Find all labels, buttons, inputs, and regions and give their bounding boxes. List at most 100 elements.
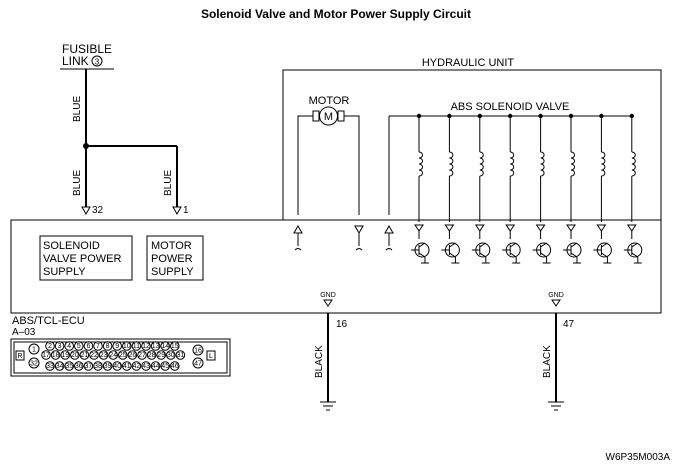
motor-supply-line1: MOTOR — [151, 240, 192, 252]
connector-pin-circle — [150, 341, 161, 351]
connector-pin-27: 27 — [137, 350, 147, 360]
connector-pin-46: 46 — [170, 361, 180, 371]
connector-pin-label: 34 — [56, 363, 64, 370]
connector-pin-label: 9 — [115, 343, 119, 350]
wire-color-blue-right: BLUE — [163, 170, 174, 196]
connector-pin-label: 6 — [86, 343, 90, 350]
connector-pin-circle — [141, 341, 151, 351]
connector-pin-13: 13 — [150, 341, 161, 351]
fusible-number: 3 — [95, 58, 100, 67]
terminal-motor-up-tail — [294, 248, 302, 251]
connector-pin-label: 23 — [100, 352, 108, 359]
connector-pin-circle — [89, 350, 99, 360]
connector-pin-label: 24 — [109, 352, 117, 359]
solenoid-coil-icon — [570, 151, 575, 177]
connector-pin-circle — [166, 350, 176, 360]
connector-pin-label: 40 — [113, 363, 121, 370]
connector-pin-7: 7 — [93, 341, 103, 351]
solenoid-coil-icon — [449, 151, 454, 177]
transistor-emitter — [540, 252, 547, 258]
connector-pin-circle — [93, 341, 103, 351]
connector-pin-19: 19 — [60, 350, 70, 360]
transistor-collector — [631, 242, 639, 248]
wire-color-black-16: BLACK — [314, 345, 325, 378]
connector-pin-28: 28 — [146, 350, 157, 360]
connector-pin-3: 3 — [54, 341, 65, 351]
connector-pin-circle — [50, 350, 61, 360]
connector-pin-circle — [122, 341, 132, 351]
motor-supply-line2: POWER — [151, 253, 193, 265]
connector-pin-circle — [93, 361, 103, 371]
connector-pin-circle — [141, 361, 151, 371]
connector-tag-right-box — [206, 350, 216, 361]
transistor-emitter — [631, 252, 639, 258]
solenoid-coil-icon — [631, 151, 636, 177]
connector-pin-22: 22 — [89, 350, 99, 360]
connector-pin-label: 30 — [167, 352, 175, 359]
connector-pin-circle — [112, 361, 122, 371]
connector-pin-circle — [41, 350, 51, 360]
transistor-collector — [479, 242, 487, 248]
connector-pin-1 — [28, 343, 40, 355]
connector-pin-circle — [98, 350, 109, 360]
connector-pin-circle — [79, 350, 90, 360]
valve-terminal — [505, 224, 516, 232]
connector-pin-circle — [118, 350, 128, 360]
connector-pin-circle — [170, 341, 180, 351]
transistor-emitter — [479, 252, 487, 258]
connector-pin-11: 11 — [131, 341, 142, 351]
gnd-label-right: GND — [548, 292, 564, 299]
connector-pin-circle — [64, 341, 74, 351]
ecu-box — [10, 219, 662, 314]
motor-supply-line3: SUPPLY — [151, 266, 194, 278]
connector-pin-circle — [74, 341, 84, 351]
valve-terminal — [566, 224, 576, 232]
connector-pin-circle — [83, 361, 94, 371]
connector-pin-23: 23 — [98, 350, 109, 360]
valve-terminal — [444, 224, 455, 232]
connector-pin-label: 26 — [129, 352, 137, 359]
solenoid-coil-icon — [601, 151, 606, 177]
connector-pin-12: 12 — [141, 341, 151, 351]
wire-color-blue-top: BLUE — [72, 96, 83, 122]
connector-inner — [13, 341, 228, 374]
fusible-number-circle — [91, 55, 103, 67]
solenoid-valve-3 — [471, 113, 491, 264]
connector-pin-47-label: 47 — [194, 361, 202, 368]
connector-pin-label: 3 — [58, 343, 62, 350]
gnd-terminal-right — [551, 299, 561, 307]
connector-pin-label: 33 — [46, 363, 54, 370]
transistor-emitter — [509, 252, 517, 258]
terminal-valve-common-tail — [385, 248, 393, 251]
connector-pin-label: 35 — [65, 363, 73, 370]
connector-pin-35: 35 — [64, 361, 74, 371]
connector-pin-circle — [74, 361, 84, 371]
pin-1: 1 — [183, 205, 189, 216]
connector-pin-label: 43 — [142, 363, 150, 370]
transistor-emitter — [418, 252, 426, 258]
connector-pin-41: 41 — [122, 361, 132, 371]
ecu-name: ABS/TCL-ECU — [12, 315, 85, 327]
hydraulic-unit-label: HYDRAULIC UNIT — [422, 57, 515, 69]
connector-pin-circle — [175, 350, 186, 360]
connector-pin-label: 14 — [161, 343, 169, 350]
connector-pin-circle — [70, 350, 80, 360]
connector-pin-31: 31 — [175, 350, 186, 360]
connector-pin-label: 36 — [75, 363, 83, 370]
wire-color-blue-left: BLUE — [72, 170, 83, 196]
connector-pin-circle — [160, 361, 170, 371]
connector-pin-33: 33 — [45, 361, 55, 371]
connector-pin-34: 34 — [54, 361, 65, 371]
connector-pin-4: 4 — [64, 341, 74, 351]
connector-pin-43: 43 — [141, 361, 151, 371]
connector-pin-6: 6 — [83, 341, 94, 351]
connector-pin-circle — [131, 361, 142, 371]
ecu-connector-id: A–03 — [12, 327, 36, 338]
solenoid-coil-icon — [540, 151, 545, 177]
connector-pin-32 — [28, 357, 40, 369]
motor-icon — [319, 106, 338, 126]
connector-pin-label: 15 — [171, 343, 179, 350]
terminal-1 — [172, 206, 182, 216]
